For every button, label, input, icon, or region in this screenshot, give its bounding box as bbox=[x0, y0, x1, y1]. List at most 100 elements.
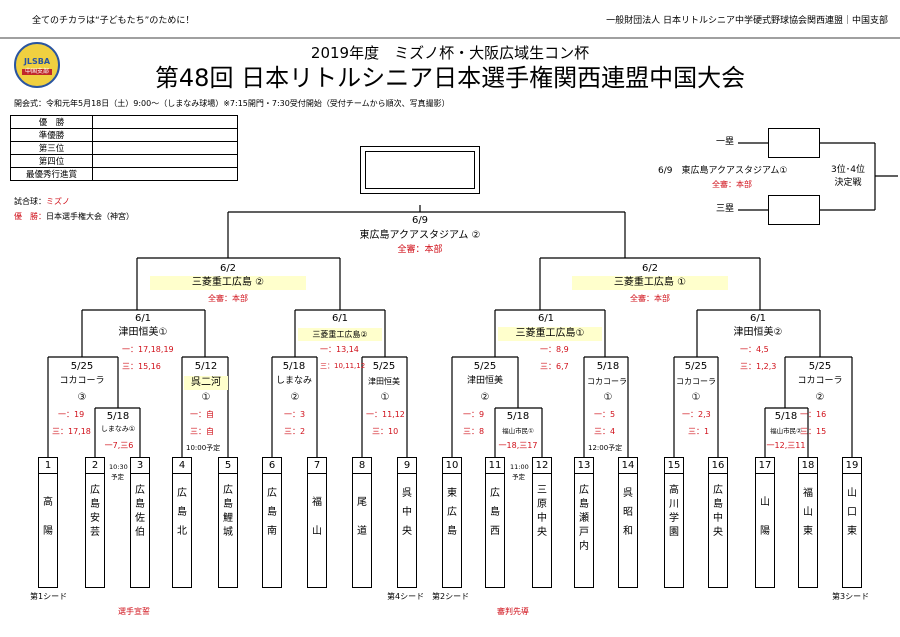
r1-2-date: 5/18 bbox=[506, 411, 530, 422]
third-title-2: 決定戦 bbox=[834, 178, 862, 188]
quarter-3-umpire-3: 三：6,7 bbox=[540, 362, 569, 371]
r2-2-date: 5/12 bbox=[194, 361, 218, 372]
team-number: 6 bbox=[262, 457, 282, 474]
opening-info: 開会式：令和元年5月18日（土）9:00～（しまなみ球場）※7:15開門・7:3… bbox=[14, 99, 450, 108]
team-number: 8 bbox=[352, 457, 372, 474]
r2-6-umpire-3: 三：4 bbox=[594, 427, 616, 436]
result-label: 優 勝 bbox=[10, 115, 93, 129]
page-title: 第48回 日本リトルシニア日本選手権関西連盟中国大会 bbox=[154, 64, 746, 92]
r2-6-umpire-1: 一：5 bbox=[594, 410, 616, 419]
quarter-2-umpire-3: 三：10,11,12 bbox=[320, 362, 366, 370]
quarter-2-venue: 三菱重工広島② bbox=[298, 328, 382, 341]
r2-6-venue: コカコーラ bbox=[587, 377, 627, 386]
oath-label: 選手宣誓 bbox=[118, 607, 150, 616]
team-name: 山陽 bbox=[755, 473, 775, 588]
team-number: 1 bbox=[38, 457, 58, 474]
third-slot-1-label: 一塁 bbox=[716, 137, 735, 147]
team-name: 広島北 bbox=[172, 473, 192, 588]
team-name: 呉中央 bbox=[397, 473, 417, 588]
quarter-1-umpire-1: 一：17,18,19 bbox=[122, 345, 174, 354]
umpire-lead-label: 審判先導 bbox=[497, 607, 529, 616]
result-value bbox=[92, 154, 238, 168]
r2-4-umpire-1: 一：11,12 bbox=[366, 410, 405, 419]
r2-1-date: 5/25 bbox=[70, 361, 94, 372]
third-venue: 6/9 東広島アクアスタジアム① bbox=[658, 166, 788, 176]
team-name: 尾道 bbox=[352, 473, 372, 588]
r2-8-umpire-1: 一：16 bbox=[800, 410, 827, 419]
table-row: 最優秀行進賞 bbox=[10, 167, 238, 181]
team-name: 広島安芸 bbox=[85, 473, 105, 588]
r1-1-date: 5/18 bbox=[106, 411, 130, 422]
team-name-text: 尾道 bbox=[357, 497, 367, 537]
team-name-text: 三原中央 bbox=[537, 485, 547, 538]
result-value bbox=[92, 115, 238, 129]
team-name: 広島中央 bbox=[708, 473, 728, 588]
r2-1-umpire-3: 三：17,18 bbox=[52, 427, 91, 436]
seed-2-label: 第2シード bbox=[432, 592, 470, 601]
r2-3-umpire-3: 三：2 bbox=[284, 427, 306, 436]
third-slot-2-label: 三塁 bbox=[716, 204, 735, 214]
team-name: 広島西 bbox=[485, 473, 505, 588]
r1-1-umpires: 一7,三6 bbox=[104, 441, 134, 450]
r2-4-venue: 津田恒美 bbox=[368, 377, 400, 386]
r1-2-time-1: 11:00 bbox=[510, 463, 529, 471]
result-value bbox=[92, 167, 238, 181]
quarter-3-umpire-1: 一：8,9 bbox=[540, 345, 569, 354]
subtitle: 2019年度 ミズノ杯・大阪広域生コン杯 bbox=[310, 44, 590, 62]
slogan: 全てのチカラは“子どもたち”のために！ bbox=[32, 16, 195, 26]
result-label: 第三位 bbox=[10, 141, 93, 155]
team-name-text: 広島南 bbox=[267, 488, 277, 537]
logo-sub: 中国支部 bbox=[22, 69, 52, 75]
table-row: 第四位 bbox=[10, 154, 238, 168]
team-name-text: 山口東 bbox=[847, 488, 857, 537]
team-number: 19 bbox=[842, 457, 862, 474]
team-name: 福山東 bbox=[798, 473, 818, 588]
r2-2-field: ① bbox=[201, 392, 211, 403]
team-number: 12 bbox=[532, 457, 552, 474]
r1-3-venue: 福山市民② bbox=[770, 427, 802, 435]
team-number: 10 bbox=[442, 457, 462, 474]
team-number: 13 bbox=[574, 457, 594, 474]
quarter-3-date: 6/1 bbox=[537, 313, 555, 324]
team-number: 3 bbox=[130, 457, 150, 474]
champion-box bbox=[360, 146, 480, 194]
winner-value: 日本選手権大会（神宮） bbox=[46, 212, 134, 221]
team-name-text: 福山 bbox=[312, 497, 322, 537]
winner-info: 優 勝：日本選手権大会（神宮） bbox=[14, 213, 134, 221]
r1-1-time-2: 予定 bbox=[111, 473, 124, 481]
r1-2-time-2: 予定 bbox=[512, 473, 525, 481]
r2-6-date: 5/18 bbox=[596, 361, 620, 372]
team-name: 三原中央 bbox=[532, 473, 552, 588]
r1-1-time-1: 10:30 bbox=[109, 463, 128, 471]
r2-1-umpire-1: 一：19 bbox=[58, 410, 85, 419]
r2-6-field: ① bbox=[603, 392, 613, 403]
table-row: 優 勝 bbox=[10, 115, 238, 129]
team-number: 9 bbox=[397, 457, 417, 474]
r2-2-umpire-1: 一：自 bbox=[190, 410, 214, 419]
final-date: 6/9 bbox=[411, 215, 429, 226]
r1-2-venue: 福山市民① bbox=[502, 427, 534, 435]
logo-text: JLSBA bbox=[23, 57, 51, 66]
team-number: 18 bbox=[798, 457, 818, 474]
team-number: 11 bbox=[485, 457, 505, 474]
winner-label: 優 勝： bbox=[14, 212, 46, 221]
team-name: 広島南 bbox=[262, 473, 282, 588]
semi-2-venue: 三菱重工広島 ① bbox=[572, 276, 728, 290]
r2-3-date: 5/18 bbox=[282, 361, 306, 372]
team-number: 15 bbox=[664, 457, 684, 474]
team-name-text: 広島西 bbox=[490, 488, 500, 537]
quarter-2-date: 6/1 bbox=[331, 313, 349, 324]
results-table: 優 勝 準優勝 第三位 第四位 最優秀行進賞 bbox=[10, 115, 238, 181]
team-name-text: 広島瀬戸内 bbox=[579, 485, 589, 552]
team-name-text: 山陽 bbox=[760, 497, 770, 537]
team-name-text: 広島安芸 bbox=[90, 485, 100, 538]
team-number: 2 bbox=[85, 457, 105, 474]
quarter-4-umpire-3: 三：1,2,3 bbox=[740, 362, 777, 371]
result-label: 最優秀行進賞 bbox=[10, 167, 93, 181]
table-row: 準優勝 bbox=[10, 128, 238, 142]
team-name-text: 広島北 bbox=[177, 488, 187, 537]
team-name: 高川学園 bbox=[664, 473, 684, 588]
team-name: 広島佐伯 bbox=[130, 473, 150, 588]
r2-2-venue: 呉二河 bbox=[184, 376, 228, 390]
